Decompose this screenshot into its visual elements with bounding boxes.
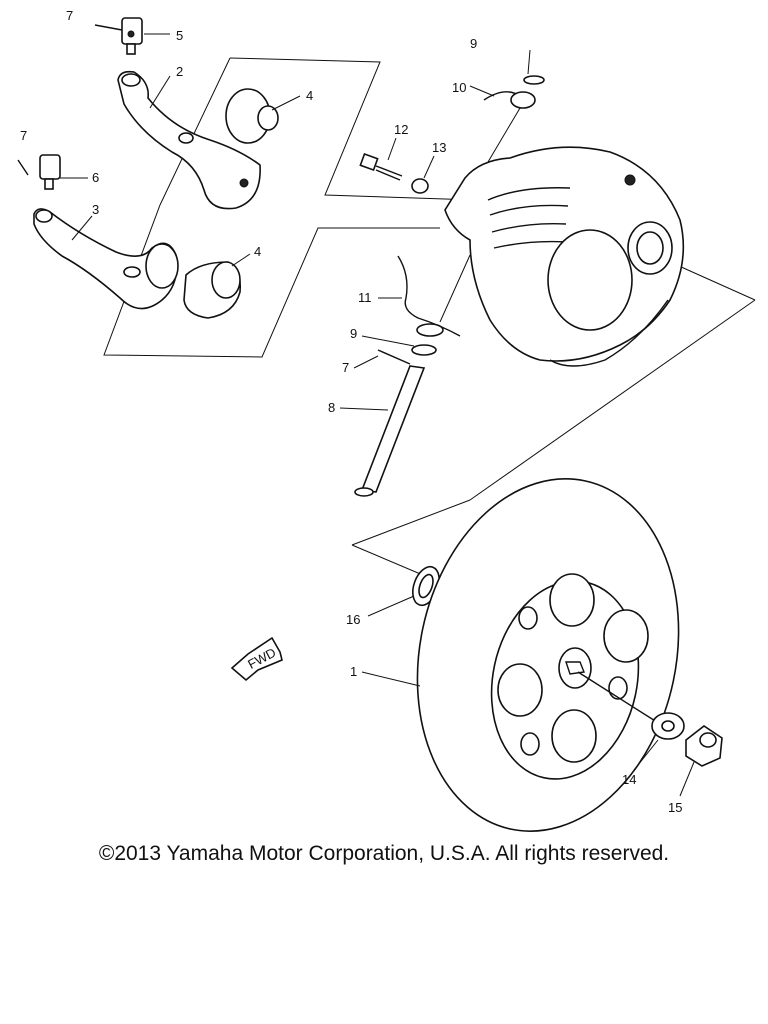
forward-arrow-icon: FWD (230, 636, 283, 682)
callout-2: 2 (176, 64, 183, 79)
brake-pad-upper (225, 88, 279, 144)
caliper-pin (354, 365, 426, 497)
callout-13: 13 (432, 140, 446, 155)
callout-5: 5 (176, 28, 183, 43)
callout-4: 4 (306, 88, 313, 103)
callout-8: 8 (328, 400, 335, 415)
brake-disc (416, 478, 680, 832)
callout-9: 9 (350, 326, 357, 341)
lock-washer (651, 712, 685, 740)
callout-12: 12 (394, 122, 408, 137)
callout-16: 16 (346, 612, 360, 627)
adjuster-block-upper (94, 17, 143, 55)
caliper-arm-lower (33, 208, 179, 310)
callout-3: 3 (92, 202, 99, 217)
caliper-housing (444, 146, 685, 367)
copyright-notice: ©2013 Yamaha Motor Corporation, U.S.A. A… (98, 842, 670, 865)
callout-15: 15 (668, 800, 682, 815)
nut (685, 725, 723, 767)
caliper-arm-upper (117, 70, 261, 210)
wire-spring (397, 255, 461, 337)
callout-11: 11 (358, 290, 372, 305)
adjuster-block-lower (17, 154, 61, 190)
callout-6: 6 (92, 170, 99, 185)
callout-7: 7 (20, 128, 27, 143)
callout-7: 7 (342, 360, 349, 375)
caliper-bolt (359, 152, 429, 194)
brake-pad-lower (183, 261, 242, 319)
callout-7: 7 (66, 8, 73, 23)
leader-lines (60, 33, 695, 797)
callout-14: 14 (622, 772, 636, 787)
parts-diagram: FWD 7 5 2 4 7 6 3 4 9 10 12 13 11 (17, 8, 756, 832)
spring-clip-lower (377, 344, 437, 365)
callout-numbers: 7 5 2 4 7 6 3 4 9 10 12 13 11 9 7 8 16 1… (20, 8, 682, 815)
callout-1: 1 (350, 664, 357, 679)
callout-10: 10 (452, 80, 466, 95)
callout-4: 4 (254, 244, 261, 259)
spring-clip-upper (483, 75, 545, 109)
callout-9: 9 (470, 36, 477, 51)
assembly-outline (103, 57, 756, 596)
